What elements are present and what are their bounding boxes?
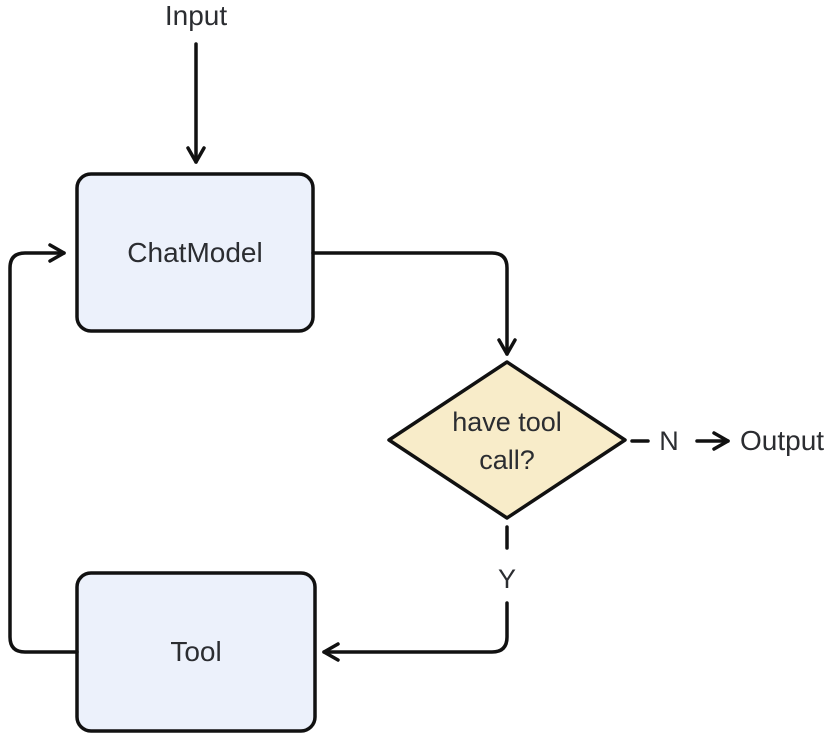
chatmodel-label: ChatModel (127, 237, 262, 268)
edge-yes-to-tool (322, 601, 509, 662)
no-edge-label: N (659, 426, 679, 456)
tool-label: Tool (170, 636, 221, 667)
decision-node (387, 360, 627, 520)
decision-label-line2: call? (479, 445, 535, 475)
output-label: Output (740, 425, 824, 456)
input-label: Input (165, 0, 227, 31)
yes-edge-label: Y (498, 564, 516, 594)
edge-tool-to-chatmodel (8, 243, 79, 654)
edge-chatmodel-to-decision (311, 251, 517, 356)
decision-label-line1: have tool (452, 407, 562, 437)
